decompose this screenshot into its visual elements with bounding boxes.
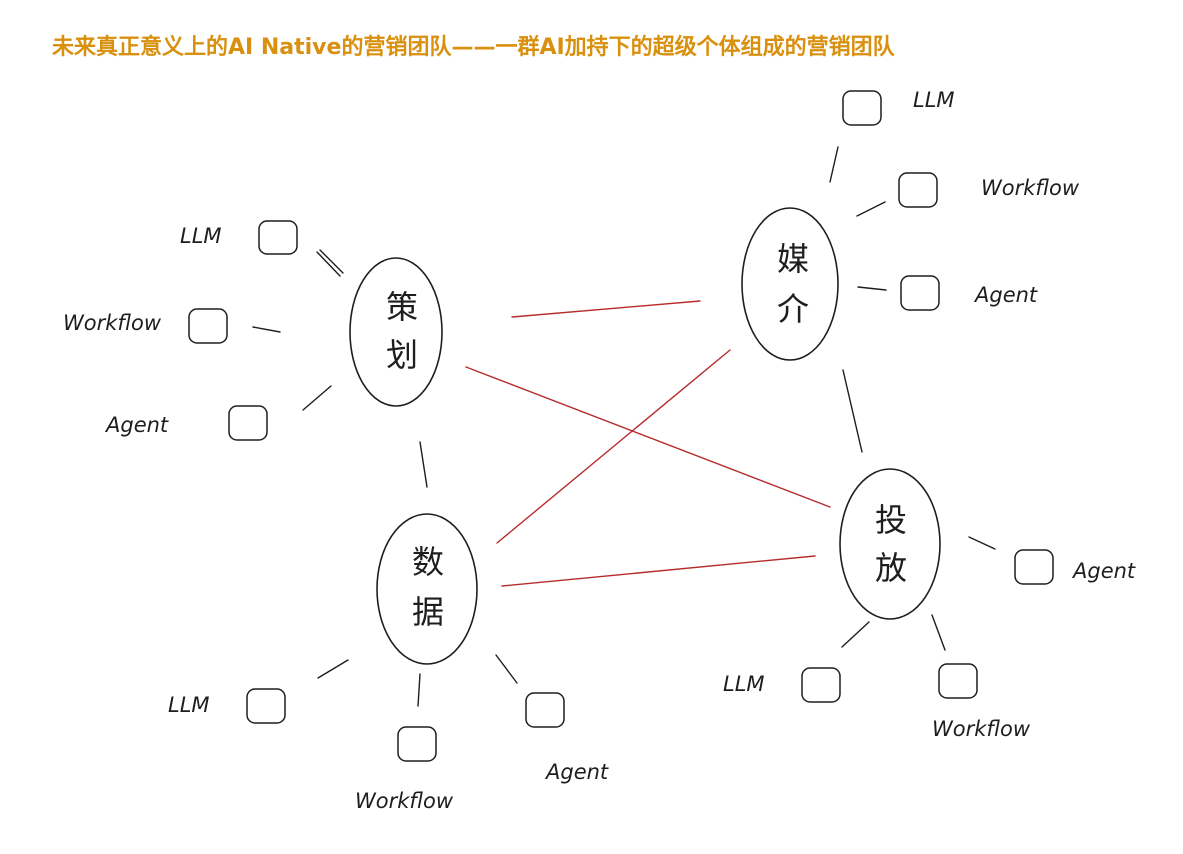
tick [495,654,518,684]
tick [302,385,332,411]
tool-box-llm [842,90,882,126]
tick [417,673,421,707]
tool-box-agent [525,692,565,728]
node-shuju-ellipse [376,513,478,665]
tick [931,614,946,651]
role-links [419,300,863,587]
link-shuju-meijie [496,349,731,544]
tool-label-agent: Agent [544,760,609,784]
tool-box-workflow [397,726,437,762]
tool-box-agent [228,405,268,441]
node-cehua: 策 划 LLM Workflow Agent [63,220,443,441]
node-meijie: 媒 介 LLM Workflow Agent [741,88,1080,361]
tick [252,326,281,333]
tool-label-agent: Agent [104,413,169,437]
tool-box-workflow [188,308,228,344]
node-cehua-label-top: 策 [386,288,418,326]
link-cehua-meijie [511,300,701,318]
tool-box-workflow [898,172,938,208]
tool-label-workflow: Workflow [63,311,162,335]
node-shuju-label-top: 数 [412,543,444,581]
tool-label-workflow: Workflow [981,176,1080,200]
tool-box-agent [900,275,940,311]
node-meijie-label-bottom: 介 [777,290,809,328]
diagram-title: 未来真正意义上的AI Native的营销团队——一群AI加持下的超级个体组成的营… [52,34,896,60]
node-meijie-label-top: 媒 [777,240,809,278]
tick [317,659,349,679]
tick [841,621,870,648]
node-toufang: 投 放 Agent LLM Workflow [723,468,1136,741]
tool-label-llm: LLM [168,693,210,717]
tool-label-agent: Agent [973,283,1038,307]
tick [968,536,996,550]
link-shuju-toufang [501,555,816,587]
tick [857,286,887,291]
node-meijie-ellipse [741,207,839,361]
tick [319,249,344,274]
node-shuju-label-bottom: 据 [412,593,444,631]
node-toufang-label-top: 投 [875,501,907,539]
link-cehua-toufang [465,366,831,508]
tick [856,201,886,217]
tick [316,251,341,277]
tool-box-llm [801,667,841,703]
link-cehua-shuju [419,441,428,488]
tool-label-llm: LLM [913,88,955,112]
tool-label-workflow: Workflow [932,717,1031,741]
node-cehua-ellipse [349,257,443,407]
tool-box-llm [258,220,298,255]
tool-label-agent: Agent [1071,559,1136,583]
link-meijie-toufang [842,369,863,453]
tool-box-llm [246,688,286,724]
tool-label-llm: LLM [723,672,765,696]
node-shuju: 数 据 LLM Workflow Agent [168,513,609,813]
tool-box-agent [1014,549,1054,585]
tool-label-llm: LLM [180,224,222,248]
tool-box-workflow [938,663,978,699]
node-toufang-label-bottom: 放 [875,549,907,587]
tick [829,146,839,183]
tool-label-workflow: Workflow [355,789,454,813]
node-cehua-label-bottom: 划 [386,336,418,374]
node-toufang-ellipse [839,468,941,620]
